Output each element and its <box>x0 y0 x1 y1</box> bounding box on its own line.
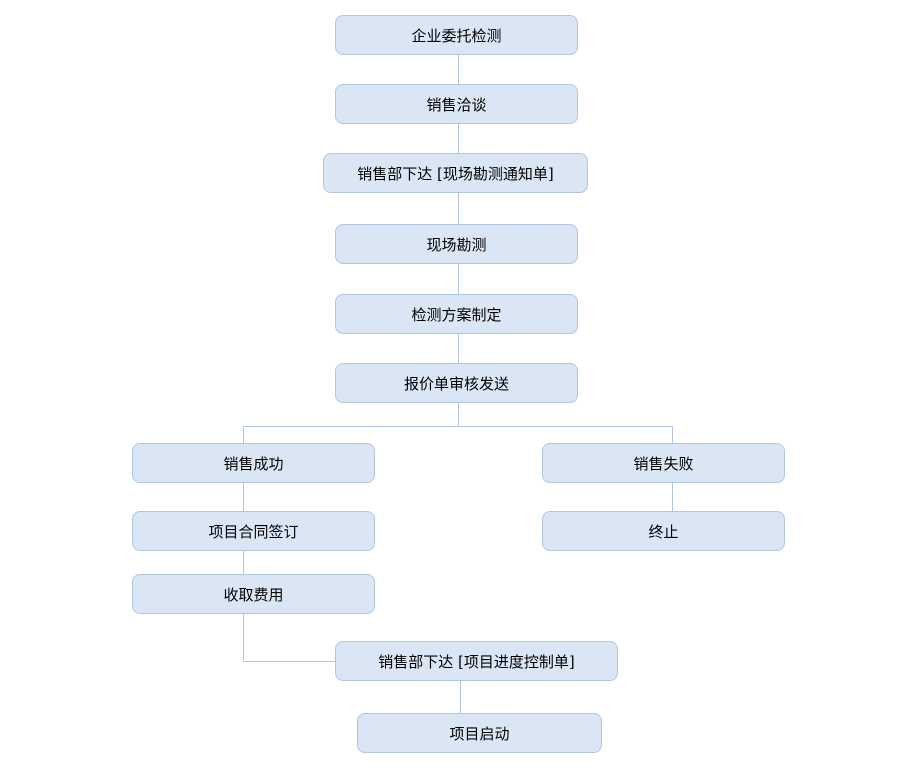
node-site-survey: 现场勘测 <box>335 224 578 264</box>
node-enterprise-commission-testing: 企业委托检测 <box>335 15 578 55</box>
node-testing-plan-formulation: 检测方案制定 <box>335 294 578 334</box>
node-project-contract-signing: 项目合同签订 <box>132 511 375 551</box>
connector-spine-5 <box>458 334 459 363</box>
connector-spine-4 <box>458 264 459 294</box>
node-issue-progress-control-sheet: 销售部下达 [项目进度控制单] <box>335 641 618 681</box>
connector-branch-left-drop <box>243 426 244 443</box>
connector-fee-to-progress <box>243 661 335 662</box>
node-quotation-review-send: 报价单审核发送 <box>335 363 578 403</box>
node-issue-site-survey-notice: 销售部下达 [现场勘测通知单] <box>323 153 588 193</box>
connector-success-to-contract <box>243 483 244 511</box>
connector-spine-2 <box>458 124 459 153</box>
connector-contract-to-fee <box>243 551 244 574</box>
node-sales-failure: 销售失败 <box>542 443 785 483</box>
connector-progress-to-launch <box>460 681 461 713</box>
node-project-launch: 项目启动 <box>357 713 602 753</box>
node-sales-negotiation: 销售洽谈 <box>335 84 578 124</box>
connector-spine-6 <box>458 403 459 426</box>
connector-failure-to-termination <box>672 483 673 511</box>
connector-spine-1 <box>458 55 459 84</box>
node-termination: 终止 <box>542 511 785 551</box>
node-fee-collection: 收取费用 <box>132 574 375 614</box>
connector-branch-horizontal <box>243 426 672 427</box>
connector-fee-down <box>243 614 244 661</box>
node-sales-success: 销售成功 <box>132 443 375 483</box>
connector-branch-right-drop <box>672 426 673 443</box>
connector-spine-3 <box>458 193 459 224</box>
